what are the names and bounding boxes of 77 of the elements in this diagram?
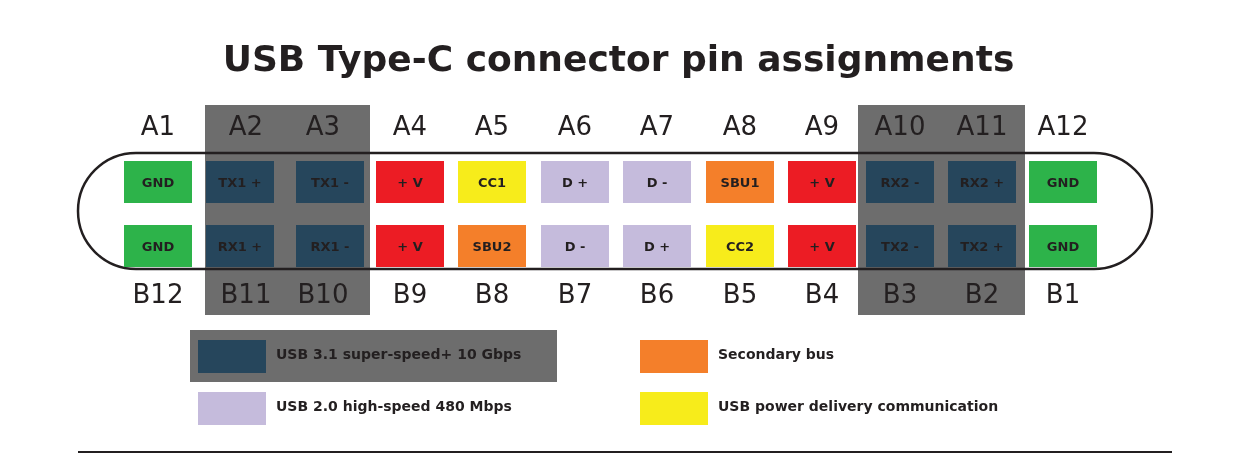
pin-box	[376, 225, 444, 267]
pin-number: B3	[881, 279, 919, 309]
pin-box	[866, 161, 934, 203]
pin-box	[706, 225, 774, 267]
pin-label: TX2 +	[960, 238, 1004, 254]
pin-box	[296, 225, 364, 267]
pin-label: GND	[141, 174, 175, 190]
legend-label: USB 3.1 super-speed+ 10 Gbps	[276, 346, 522, 362]
pin-box	[206, 225, 274, 267]
pin-number: B4	[803, 279, 841, 309]
pin-label: D +	[643, 238, 671, 254]
pin-number: A8	[721, 111, 759, 141]
pin-number: A9	[803, 111, 841, 141]
pin-box	[124, 225, 192, 267]
pin-box	[1029, 161, 1097, 203]
pin-box	[788, 161, 856, 203]
legend-label: Secondary bus	[718, 346, 835, 362]
pin-number: B10	[296, 279, 350, 309]
pin-label: + V	[809, 238, 835, 254]
pin-label: D -	[646, 174, 668, 190]
pin-box	[623, 225, 691, 267]
pin-number: A3	[304, 111, 342, 141]
pin-number: A2	[227, 111, 265, 141]
pin-box	[788, 225, 856, 267]
pin-label: RX1 +	[217, 238, 263, 254]
pin-box	[124, 161, 192, 203]
pin-label: GND	[141, 238, 175, 254]
pin-number: A12	[1036, 111, 1090, 141]
pin-label: TX1 +	[218, 174, 262, 190]
pin-number: B9	[391, 279, 429, 309]
pin-label: + V	[397, 238, 423, 254]
pin-label: GND	[1046, 238, 1080, 254]
pin-box	[206, 161, 274, 203]
pin-number: A7	[638, 111, 676, 141]
pin-label: SBU2	[472, 238, 512, 254]
pin-label: RX1 -	[310, 238, 350, 254]
pin-number: A4	[391, 111, 429, 141]
pin-box	[948, 161, 1016, 203]
pin-label: + V	[809, 174, 835, 190]
pin-label: D +	[561, 174, 589, 190]
pin-box	[948, 225, 1016, 267]
pin-number: B2	[963, 279, 1001, 309]
pin-number: A6	[556, 111, 594, 141]
pin-number: B7	[556, 279, 594, 309]
pin-label: GND	[1046, 174, 1080, 190]
pin-box	[623, 161, 691, 203]
pin-number: B12	[131, 279, 185, 309]
pin-label: CC1	[477, 174, 507, 190]
pin-box	[1029, 225, 1097, 267]
pin-box	[376, 161, 444, 203]
pin-box	[706, 161, 774, 203]
pin-number: B6	[638, 279, 676, 309]
pin-number: A10	[873, 111, 927, 141]
title: USB Type-C connector pin assignments	[221, 38, 1016, 79]
pin-label: TX2 -	[881, 238, 919, 254]
pin-label: RX2 +	[959, 174, 1005, 190]
pin-box	[296, 161, 364, 203]
pin-label: TX1 -	[311, 174, 349, 190]
pin-number: A11	[955, 111, 1009, 141]
pin-label: D -	[564, 238, 586, 254]
pin-number: A5	[473, 111, 511, 141]
pin-label: + V	[397, 174, 423, 190]
pin-number: A1	[139, 111, 177, 141]
pin-number: B1	[1044, 279, 1082, 309]
legend-label: USB 2.0 high-speed 480 Mbps	[276, 398, 512, 414]
pin-number: B11	[219, 279, 273, 309]
pin-number: B8	[473, 279, 511, 309]
pin-box	[458, 161, 526, 203]
pin-number: B5	[721, 279, 759, 309]
pin-box	[541, 161, 609, 203]
pin-label: RX2 -	[880, 174, 920, 190]
pin-box	[458, 225, 526, 267]
pin-label: CC2	[725, 238, 755, 254]
pin-box	[866, 225, 934, 267]
pin-label: SBU1	[720, 174, 760, 190]
legend-label: USB power delivery communication	[718, 398, 999, 414]
pin-box	[541, 225, 609, 267]
